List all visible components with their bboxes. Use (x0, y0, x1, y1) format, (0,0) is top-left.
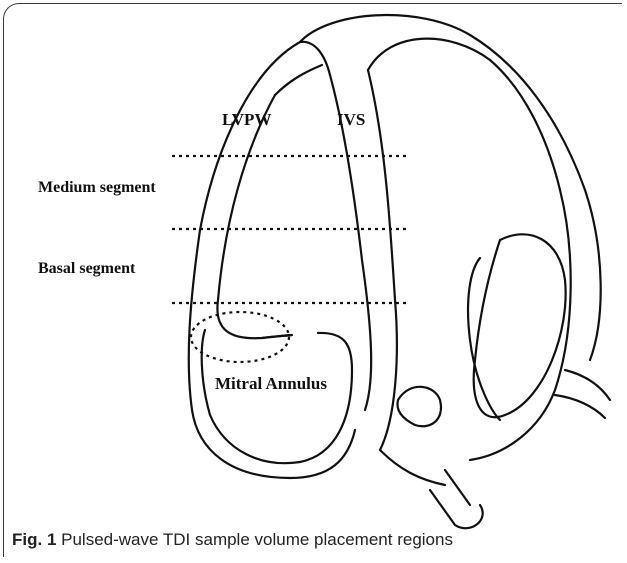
valve-leaflets (397, 387, 441, 426)
outflow-vessel (555, 370, 610, 418)
right-chamber (474, 234, 566, 417)
ivs-right (368, 70, 397, 450)
label-mitral-annulus: Mitral Annulus (215, 374, 327, 393)
label-lvpw: LVPW (222, 110, 271, 129)
caption-prefix: Fig. 1 (12, 530, 56, 549)
lv-cavity (202, 95, 352, 463)
caption-text: Pulsed-wave TDI sample volume placement … (61, 530, 453, 549)
label-ivs: IVS (337, 110, 365, 129)
right-outer (470, 190, 571, 460)
lvpw-wall (275, 42, 330, 95)
right-atrium (468, 258, 500, 420)
label-basal-segment: Basal segment (38, 260, 136, 277)
label-medium-segment: Medium segment (38, 179, 156, 196)
aortic-arch-inner (368, 39, 560, 190)
aortic-arch (300, 15, 601, 360)
lower-vessel (380, 450, 483, 528)
mitral-left-leaflet (262, 335, 292, 338)
lv-outer-wall (189, 42, 355, 478)
figure-caption: Fig. 1 Pulsed-wave TDI sample volume pla… (12, 530, 622, 550)
